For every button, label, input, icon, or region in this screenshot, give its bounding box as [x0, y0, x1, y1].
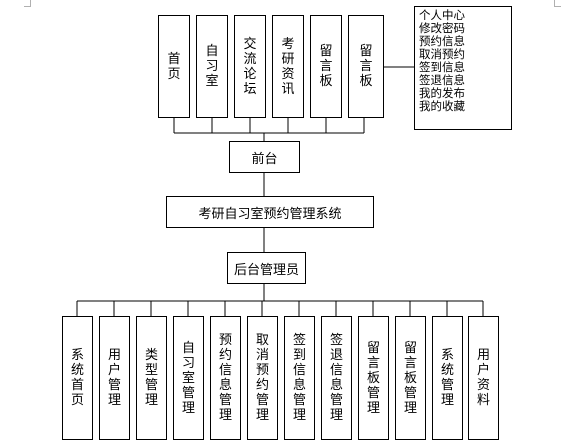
page-corner-mark — [24, 0, 31, 7]
user-center-item: 预约信息 — [419, 34, 465, 48]
admin-module-message-board-management: 留言板管理 — [358, 316, 389, 440]
user-center-item: 签到信息 — [419, 60, 465, 74]
admin-module-label: 签到信息管理 — [292, 333, 306, 423]
frontend-page-label: 考研资讯 — [281, 36, 295, 97]
frontend-page-message-board: 留言板 — [310, 15, 342, 118]
frontend-node-label: 前台 — [251, 151, 278, 167]
admin-module-label: 取消预约管理 — [255, 333, 269, 423]
frontend-page-label: 首页 — [167, 51, 181, 82]
admin-module-label: 预约信息管理 — [218, 333, 232, 423]
admin-module-study-room-management: 自习室管理 — [173, 316, 204, 440]
user-center-box: 个人中心 修改密码 预约信息 取消预约 签到信息 签退信息 我的发布 我的收藏 — [414, 6, 512, 130]
admin-module-cancel-reservation-management: 取消预约管理 — [247, 316, 278, 440]
user-center-item: 个人中心 — [419, 8, 465, 22]
admin-module-reservation-management: 预约信息管理 — [210, 316, 241, 440]
user-center-item: 签退信息 — [419, 73, 465, 87]
frontend-node: 前台 — [229, 141, 300, 173]
system-title-node: 考研自习室预约管理系统 — [166, 196, 374, 228]
user-center-item: 我的收藏 — [419, 99, 465, 113]
user-center-item: 取消预约 — [419, 47, 465, 61]
admin-module-type-management: 类型管理 — [136, 316, 167, 440]
frontend-page-label: 交流论坛 — [243, 36, 257, 97]
user-center-item: 我的发布 — [419, 86, 465, 100]
admin-module-label: 自习室管理 — [181, 340, 195, 416]
frontend-page-label: 留言板 — [359, 44, 373, 89]
admin-module-label: 系统首页 — [70, 348, 84, 408]
admin-module-label: 系统管理 — [440, 348, 454, 408]
admin-node-label: 后台管理员 — [233, 262, 299, 278]
admin-module-label: 留言板管理 — [403, 340, 417, 416]
admin-module-system-management: 系统管理 — [432, 316, 463, 440]
frontend-page-message-board-2: 留言板 — [348, 15, 384, 118]
frontend-page-study-room: 自习室 — [196, 15, 228, 118]
frontend-page-label: 留言板 — [319, 44, 333, 89]
frontend-page-label: 自习室 — [205, 44, 219, 89]
frontend-page-forum: 交流论坛 — [234, 15, 266, 118]
frontend-page-exam-news: 考研资讯 — [272, 15, 304, 118]
admin-module-check-in-management: 签到信息管理 — [284, 316, 315, 440]
admin-module-system-home: 系统首页 — [62, 316, 93, 440]
admin-module-label: 留言板管理 — [366, 340, 380, 416]
system-title-label: 考研自习室预约管理系统 — [198, 206, 342, 222]
admin-module-label: 签退信息管理 — [329, 333, 343, 423]
admin-module-check-out-management: 签退信息管理 — [321, 316, 352, 440]
admin-module-user-profile: 用户资料 — [468, 316, 499, 440]
admin-module-label: 用户资料 — [476, 348, 490, 408]
admin-module-label: 用户管理 — [107, 348, 121, 408]
user-center-item: 修改密码 — [419, 21, 465, 35]
admin-module-label: 类型管理 — [144, 348, 158, 408]
admin-module-message-board-management-2: 留言板管理 — [395, 316, 426, 440]
frontend-page-home: 首页 — [158, 15, 190, 118]
page-corner-mark — [554, 0, 561, 7]
admin-module-user-management: 用户管理 — [99, 316, 130, 440]
admin-node: 后台管理员 — [227, 252, 306, 284]
